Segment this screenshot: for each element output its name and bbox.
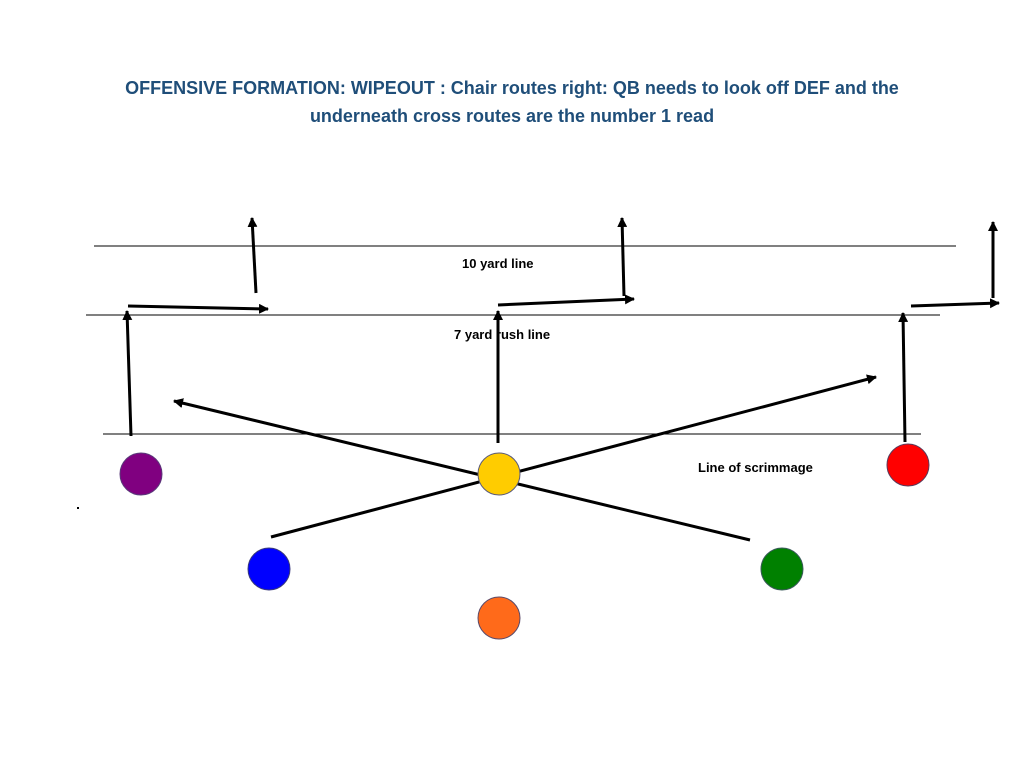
play-title-line-1: OFFENSIVE FORMATION: WIPEOUT : Chair rou… [125, 78, 899, 98]
player-purple-left-receiver [119, 452, 163, 496]
ten-yard-line-label: 10 yard line [462, 256, 534, 271]
play-title-line-2: underneath cross routes are the number 1… [309, 106, 715, 126]
center-route-up [617, 217, 628, 297]
right-route-out [910, 298, 1000, 309]
player-orange-quarterback [477, 596, 521, 640]
play-title: OFFENSIVE FORMATION: WIPEOUT : Chair rou… [60, 74, 964, 130]
stray-mark [77, 507, 79, 509]
cross-route-green-to-left [173, 398, 751, 542]
cross-route-blue-to-right [270, 374, 877, 539]
left-route-up [247, 217, 258, 294]
rush-line-label: 7 yard rush line [454, 327, 551, 342]
player-yellow-center [477, 452, 521, 496]
right-route-vertical [898, 312, 909, 443]
player-red-right-receiver [886, 443, 930, 487]
center-route-out [497, 294, 635, 307]
player-green-right-back [760, 547, 804, 591]
left-route-vertical [122, 310, 133, 437]
player-blue-left-back [247, 547, 291, 591]
line-of-scrimmage-label: Line of scrimmage [698, 460, 813, 475]
left-route-out [127, 303, 269, 314]
